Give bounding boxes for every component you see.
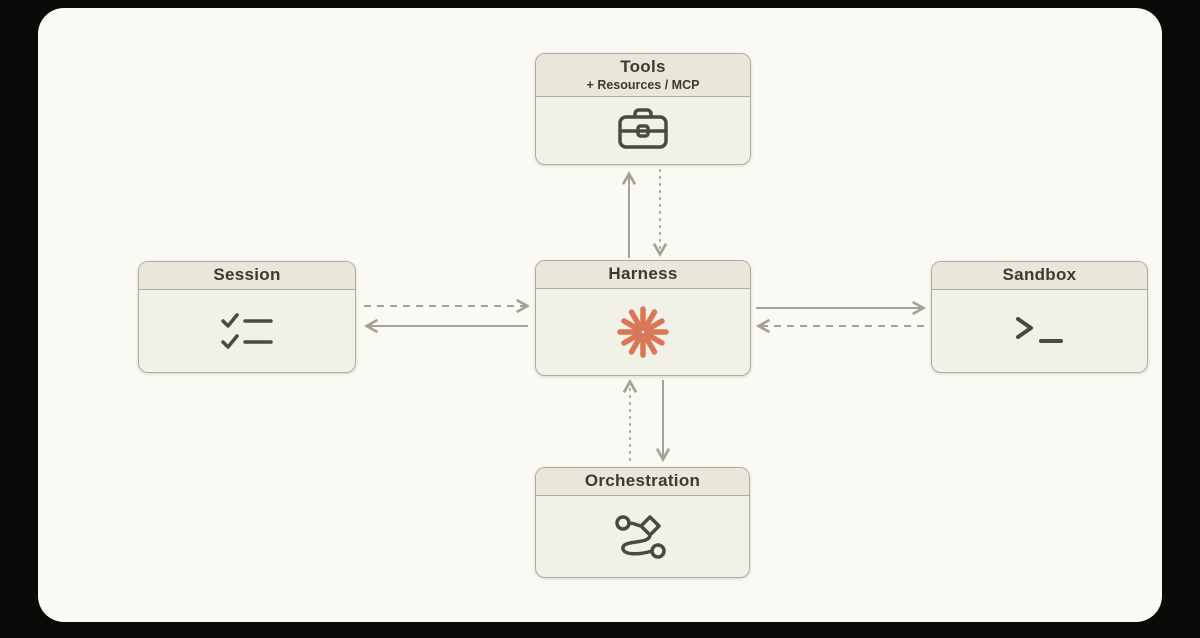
terminal-icon xyxy=(1015,317,1063,343)
node-session-header: Session xyxy=(139,262,355,290)
node-sandbox-header: Sandbox xyxy=(932,262,1147,290)
node-session: Session xyxy=(138,261,356,373)
node-orchestration-title: Orchestration xyxy=(584,471,701,490)
node-harness: Harness xyxy=(535,260,751,376)
node-session-title: Session xyxy=(213,265,281,284)
node-sandbox-title: Sandbox xyxy=(1002,265,1077,284)
node-tools-title: Tools xyxy=(620,57,666,76)
node-orchestration-body xyxy=(536,496,749,577)
claude-spark-icon xyxy=(617,306,669,358)
diagram-card: Tools + Resources / MCP Session xyxy=(38,8,1162,622)
node-session-body xyxy=(139,290,355,372)
node-orchestration-header: Orchestration xyxy=(536,468,749,496)
node-orchestration: Orchestration xyxy=(535,467,750,578)
node-harness-header: Harness xyxy=(536,261,750,289)
node-tools-subtitle: + Resources / MCP xyxy=(586,78,700,92)
checklist-icon xyxy=(221,313,273,349)
node-harness-title: Harness xyxy=(608,264,678,283)
node-sandbox: Sandbox xyxy=(931,261,1148,373)
node-tools-body xyxy=(536,97,750,164)
briefcase-icon xyxy=(618,107,668,149)
workflow-icon xyxy=(614,514,666,559)
node-harness-body xyxy=(536,289,750,375)
node-tools: Tools + Resources / MCP xyxy=(535,53,751,165)
node-sandbox-body xyxy=(932,290,1147,372)
node-tools-header: Tools + Resources / MCP xyxy=(536,54,750,97)
